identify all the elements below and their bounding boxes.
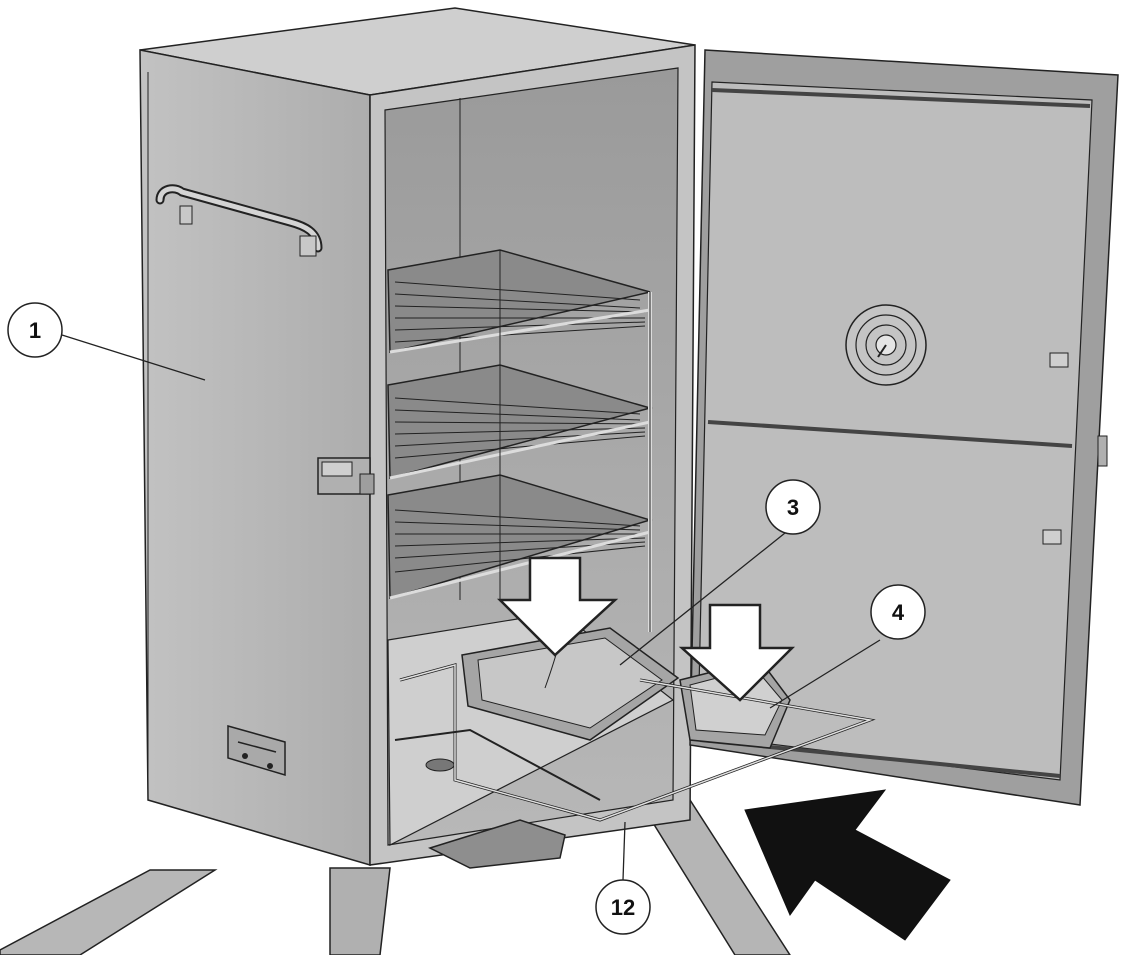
drip-pan <box>427 819 566 869</box>
insert-arrow-chip-tray <box>678 603 796 702</box>
callout-1-label: 1 <box>29 318 41 343</box>
callout-4-label: 4 <box>892 600 905 625</box>
callout-3-label: 3 <box>787 495 799 520</box>
side-vent <box>227 725 286 777</box>
side-handle <box>155 184 323 257</box>
cooking-racks <box>387 249 653 632</box>
callout-3: 3 <box>765 479 821 535</box>
wood-chip-tray <box>679 659 791 749</box>
cooking-rack-middle <box>387 364 653 480</box>
callout-12-label: 12 <box>611 895 635 920</box>
insert-arrow-water-pan <box>496 556 619 657</box>
smoker-door <box>689 49 1119 806</box>
side-latch <box>317 457 375 495</box>
callout-4: 4 <box>870 584 926 640</box>
callout-leaders <box>61 334 881 881</box>
pan-support-rack <box>394 663 876 822</box>
cooking-rack-top <box>387 249 651 354</box>
door-thermometer <box>845 304 927 386</box>
callout-1: 1 <box>7 302 63 358</box>
water-pan <box>461 627 680 741</box>
insert-direction-arrow <box>744 789 951 941</box>
callout-12: 12 <box>595 879 651 935</box>
